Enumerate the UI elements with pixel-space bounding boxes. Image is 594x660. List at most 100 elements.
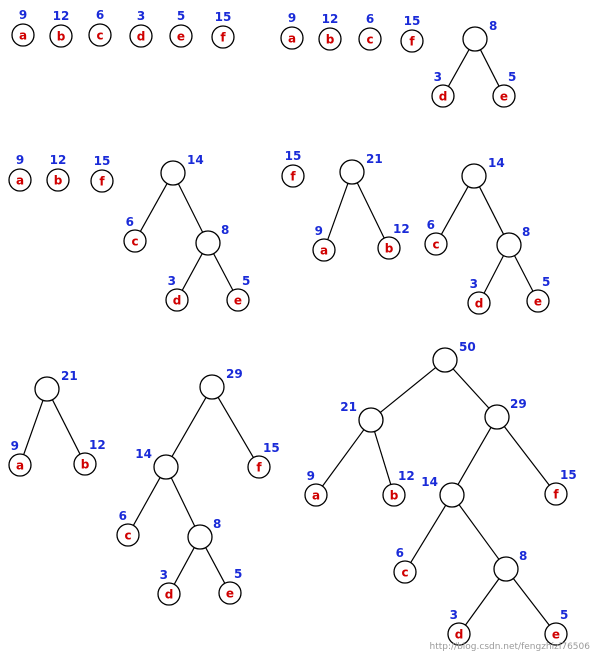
leaf-node-d: d3 xyxy=(431,70,455,108)
leaf-label: d xyxy=(475,297,484,311)
tree-edge xyxy=(213,253,234,291)
node-circle xyxy=(211,25,235,49)
edges-layer xyxy=(23,49,550,626)
weight-label: 5 xyxy=(560,608,568,622)
leaf-node-e: e5 xyxy=(169,9,193,48)
internal-node-21: 21 xyxy=(339,152,383,185)
leaf-node-c: c6 xyxy=(424,218,448,256)
watermark-text: http://blog.csdn.net/fengzhizi76506 xyxy=(430,642,591,652)
weight-label: 8 xyxy=(522,225,530,239)
leaf-label: c xyxy=(366,33,373,47)
tree-edge xyxy=(478,186,505,235)
internal-node-29: 29 xyxy=(199,367,243,400)
tree-edge xyxy=(452,368,490,409)
node-circle xyxy=(462,26,488,52)
leaf-label: a xyxy=(19,29,27,43)
leaf-node-a: a9 xyxy=(8,153,32,192)
leaf-label: e xyxy=(177,30,185,44)
leaf-label: a xyxy=(16,459,24,473)
weight-label: 15 xyxy=(263,441,280,455)
weight-label: 6 xyxy=(126,215,134,229)
weight-label: 6 xyxy=(366,12,374,26)
internal-node-21: 21 xyxy=(340,400,384,433)
leaf-label: c xyxy=(131,235,138,249)
leaf-label: c xyxy=(432,238,439,252)
leaf-node-e: e5 xyxy=(544,608,568,646)
weight-label: 21 xyxy=(340,400,357,414)
node-circle xyxy=(46,168,70,192)
internal-node-21: 21 xyxy=(34,369,78,402)
tree-edge xyxy=(513,255,534,292)
leaf-label: c xyxy=(401,566,408,580)
node-circle xyxy=(49,24,73,48)
weight-label: 8 xyxy=(221,223,229,237)
weight-label: 15 xyxy=(94,154,111,168)
weight-label: 12 xyxy=(322,12,339,26)
weight-label: 3 xyxy=(450,608,458,622)
leaf-node-f: f15 xyxy=(247,441,280,479)
internal-node-14: 14 xyxy=(461,156,505,189)
node-circle xyxy=(199,374,225,400)
node-circle xyxy=(34,376,60,402)
leaf-node-d: d3 xyxy=(467,277,491,315)
leaf-label: e xyxy=(226,587,234,601)
node-circle xyxy=(447,622,471,646)
leaf-label: e xyxy=(234,294,242,308)
tree-edge xyxy=(483,255,505,294)
leaf-node-f: f15 xyxy=(211,10,235,49)
leaf-label: a xyxy=(288,32,296,46)
node-circle xyxy=(226,288,250,312)
internal-node-50: 50 xyxy=(432,340,476,373)
weight-label: 15 xyxy=(560,468,577,482)
node-circle xyxy=(339,159,365,185)
tree-edge xyxy=(503,426,550,486)
leaf-label: e xyxy=(500,90,508,104)
tree-edge xyxy=(205,547,226,584)
leaf-node-c: c6 xyxy=(88,8,112,47)
leaf-label: d xyxy=(173,294,182,308)
node-circle xyxy=(431,84,455,108)
internal-node-8: 8 xyxy=(493,549,527,582)
leaf-node-b: b12 xyxy=(49,9,73,48)
weight-label: 29 xyxy=(226,367,243,381)
node-circle xyxy=(73,452,97,476)
weight-label: 21 xyxy=(61,369,78,383)
leaf-label: f xyxy=(553,488,559,502)
node-circle xyxy=(8,453,32,477)
weight-label: 6 xyxy=(396,546,404,560)
tree-edge xyxy=(177,183,204,233)
leaf-label: f xyxy=(290,170,296,184)
leaf-label: a xyxy=(16,174,24,188)
leaf-label: b xyxy=(326,33,335,47)
leaf-label: d xyxy=(455,628,464,642)
internal-node-8: 8 xyxy=(496,225,530,258)
node-circle xyxy=(8,168,32,192)
leaf-label: c xyxy=(124,529,131,543)
tree-edge xyxy=(356,182,385,239)
weight-label: 12 xyxy=(398,469,415,483)
node-circle xyxy=(467,291,491,315)
node-circle xyxy=(160,160,186,186)
weight-label: 29 xyxy=(510,397,527,411)
node-circle xyxy=(544,482,568,506)
leaf-node-e: e5 xyxy=(526,275,550,313)
tree-edge xyxy=(440,186,469,235)
tree-edge xyxy=(139,183,168,232)
node-circle xyxy=(90,169,114,193)
tree-edge xyxy=(373,431,392,485)
leaf-label: d xyxy=(165,588,174,602)
leaf-node-b: b12 xyxy=(382,469,415,507)
tree-edge xyxy=(171,397,207,457)
node-circle xyxy=(526,289,550,313)
internal-node-14: 14 xyxy=(135,447,179,480)
node-circle xyxy=(393,560,417,584)
weight-label: 6 xyxy=(119,509,127,523)
tree-edge xyxy=(457,427,492,485)
leaf-node-b: b12 xyxy=(46,153,70,192)
tree-edge xyxy=(410,504,447,563)
tree-edge xyxy=(379,367,437,413)
leaf-label: f xyxy=(220,31,226,45)
node-circle xyxy=(439,482,465,508)
